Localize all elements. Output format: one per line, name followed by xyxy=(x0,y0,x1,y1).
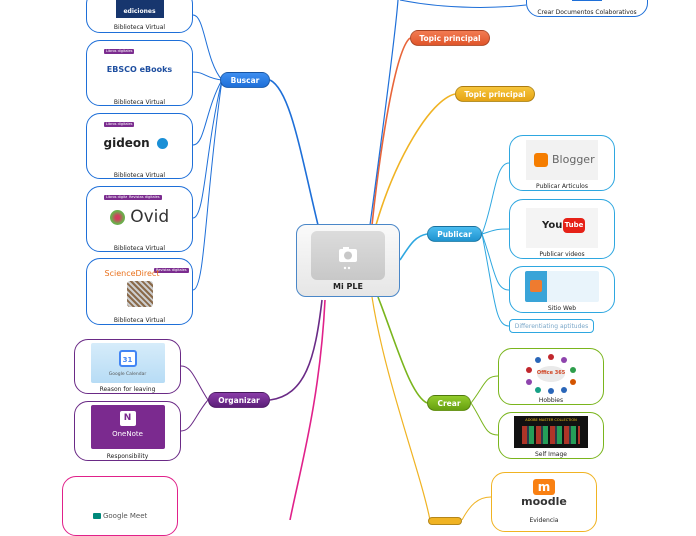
card-onenote[interactable]: N OneNote Responsibility xyxy=(74,401,181,461)
youtube-play-icon: Tube xyxy=(563,218,585,233)
card-differentiating-aptitudes[interactable]: Differentiating aptitudes xyxy=(509,319,594,333)
branch-topic-principal-1[interactable]: Topic principal xyxy=(410,30,490,46)
camera-icon xyxy=(339,247,357,270)
camera-placeholder-image xyxy=(311,231,385,280)
card-google-meet[interactable]: Google Meet xyxy=(62,476,178,536)
branch-partial-bottom[interactable] xyxy=(428,517,462,525)
card-google-calendar[interactable]: 31 Google Calendar Reason for leaving xyxy=(74,339,181,394)
gideon-person-icon xyxy=(156,138,168,149)
adobe-master-collection-logo: ADOBE MASTER COLLECTION xyxy=(514,416,588,448)
ebsco-logo: EBSCO eBooks xyxy=(106,65,173,74)
sciencedirect-logo: ScienceDirect xyxy=(104,269,160,278)
google-meet-logo: Google Meet xyxy=(80,512,160,522)
gideon-logo: gideon xyxy=(104,136,176,152)
blogger-logo: Blogger xyxy=(526,140,598,180)
branch-topic-principal-2[interactable]: Topic principal xyxy=(455,86,535,102)
card-blogger[interactable]: Blogger Publicar Articulos xyxy=(509,135,615,191)
card-caption: Evidencia xyxy=(529,517,559,524)
adobe-app-grid xyxy=(522,426,580,444)
onenote-icon: N xyxy=(119,411,136,426)
moodle-logo: m moodle xyxy=(521,479,567,508)
branch-crear[interactable]: Crear xyxy=(427,395,471,411)
website-screenshot xyxy=(525,271,599,302)
tag-revistas-digitales: Revistas digitales xyxy=(154,268,189,273)
card-ebsco[interactable]: Libros digitales EBSCO eBooks Biblioteca… xyxy=(86,40,193,106)
card-caption: Sitio Web xyxy=(547,305,577,312)
blogger-icon xyxy=(534,153,548,167)
card-adobe-master-collection[interactable]: ADOBE MASTER COLLECTION Self Image xyxy=(498,412,604,459)
card-caption: Biblioteca Virtual xyxy=(113,245,166,252)
meet-camera-icon xyxy=(92,513,101,519)
card-sitio-web[interactable]: Sitio Web xyxy=(509,266,615,313)
card-caption: Biblioteca Virtual xyxy=(113,24,166,31)
central-title: Mi PLE xyxy=(333,282,363,291)
card-ediciones[interactable]: ediciones Biblioteca Virtual xyxy=(86,0,193,33)
card-caption: Hobbies xyxy=(538,397,564,404)
card-caption: Publicar Articulos xyxy=(536,183,588,190)
calendar-icon: 31 xyxy=(118,350,137,367)
card-office-365[interactable]: Office 365 Hobbies xyxy=(498,348,604,405)
card-caption: Crear Documentos Colaborativos xyxy=(537,9,637,16)
card-gideon[interactable]: Libros digitales gideon Biblioteca Virtu… xyxy=(86,113,193,179)
ovid-logo: Ovid xyxy=(105,207,175,227)
card-caption: Biblioteca Virtual xyxy=(113,99,166,106)
onenote-logo: N OneNote xyxy=(90,405,165,449)
tag-libros-digitales: Libros digitales xyxy=(104,122,135,127)
tag-libros-digitales: Libros digitales xyxy=(104,49,135,54)
central-node[interactable]: Mi PLE xyxy=(296,224,400,297)
card-caption: Publicar videos xyxy=(539,251,585,258)
card-youtube[interactable]: You Tube Publicar videos xyxy=(509,199,615,259)
elsevier-tree-icon xyxy=(127,281,153,307)
branch-buscar[interactable]: Buscar xyxy=(220,72,270,88)
card-caption: Differentiating aptitudes xyxy=(514,323,589,330)
card-ovid[interactable]: Libros digitales Revistas digitales Ovid… xyxy=(86,186,193,252)
branch-publicar[interactable]: Publicar xyxy=(427,226,482,242)
youtube-logo: You Tube xyxy=(526,208,598,248)
tag-libros-digitales: Libros digitales xyxy=(104,195,135,200)
ovid-globe-icon xyxy=(109,209,125,225)
moodle-hat-icon: m xyxy=(533,479,555,495)
card-moodle[interactable]: m moodle Evidencia xyxy=(491,472,597,532)
office-cloud-icons xyxy=(526,354,576,394)
doc-thumb xyxy=(572,0,602,1)
card-caption: Self Image xyxy=(535,451,567,458)
branch-organizar[interactable]: Organizar xyxy=(208,392,270,408)
card-caption: Responsibility xyxy=(106,453,149,460)
card-documentos-colaborativos[interactable]: Crear Documentos Colaborativos xyxy=(526,0,648,17)
card-sciencedirect[interactable]: Revistas digitales ScienceDirect Bibliot… xyxy=(86,258,193,325)
ediciones-logo: ediciones xyxy=(115,0,164,18)
card-caption: Biblioteca Virtual xyxy=(113,172,166,179)
google-calendar-logo: 31 Google Calendar xyxy=(90,343,165,383)
card-caption: Reason for leaving xyxy=(99,386,156,393)
office-365-logo: Office 365 xyxy=(516,352,586,394)
tag-revistas-digitales: Revistas digitales xyxy=(127,195,162,200)
card-caption: Biblioteca Virtual xyxy=(113,317,166,324)
